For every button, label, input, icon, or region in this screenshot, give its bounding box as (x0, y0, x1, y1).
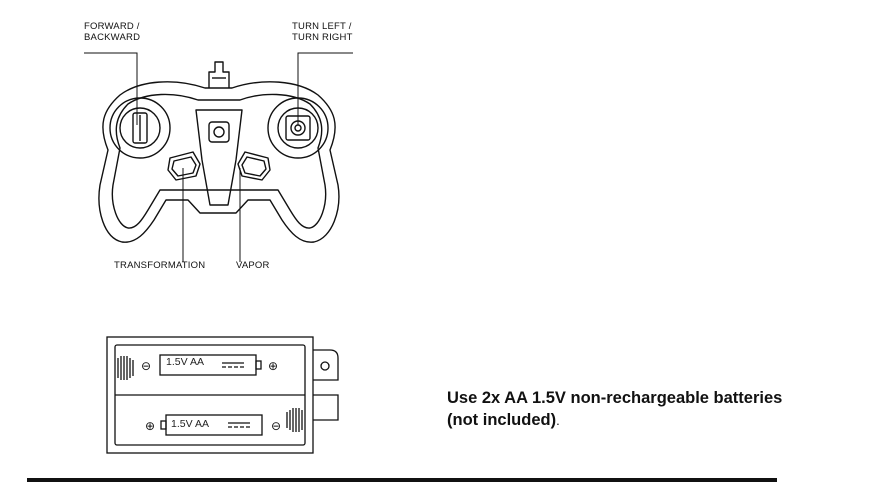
forward-backward-label: FORWARD / BACKWARD (84, 21, 140, 43)
spring-bottom (286, 408, 303, 432)
minus-sign-top: ⊖ (141, 359, 151, 373)
transformation-label: TRANSFORMATION (114, 260, 206, 271)
center-button (208, 121, 230, 143)
note-period: . (556, 413, 560, 428)
leader-lines (84, 52, 353, 262)
battery-note: Use 2x AA 1.5V non-rechargeable batterie… (447, 387, 867, 432)
note-line-2-text: (not included) (447, 411, 557, 429)
label-line: TURN RIGHT (292, 32, 353, 43)
note-line-2: (not included). (447, 409, 867, 432)
battery-top-label: 1.5V AA (166, 356, 204, 368)
left-stick (132, 112, 148, 144)
note-line-1: Use 2x AA 1.5V non-rechargeable batterie… (447, 389, 783, 407)
turn-label: TURN LEFT / TURN RIGHT (292, 21, 353, 43)
label-line: TURN LEFT / (292, 21, 352, 32)
antenna (208, 61, 230, 88)
battery-box-drawing (106, 336, 339, 454)
vapor-label: VAPOR (236, 260, 270, 271)
spring-top (117, 356, 134, 380)
plus-sign-bottom: ⊕ (145, 419, 155, 433)
minus-sign-bottom: ⊖ (271, 419, 281, 433)
transformation-button (167, 151, 201, 181)
battery-bottom-label: 1.5V AA (171, 418, 209, 430)
plus-sign-top: ⊕ (268, 359, 278, 373)
label-line: BACKWARD (84, 32, 141, 43)
divider-line (27, 478, 777, 482)
label-line: FORWARD / (84, 21, 140, 32)
controller-body (98, 81, 340, 243)
vapor-button (237, 151, 271, 181)
left-stick-outer (109, 97, 171, 159)
